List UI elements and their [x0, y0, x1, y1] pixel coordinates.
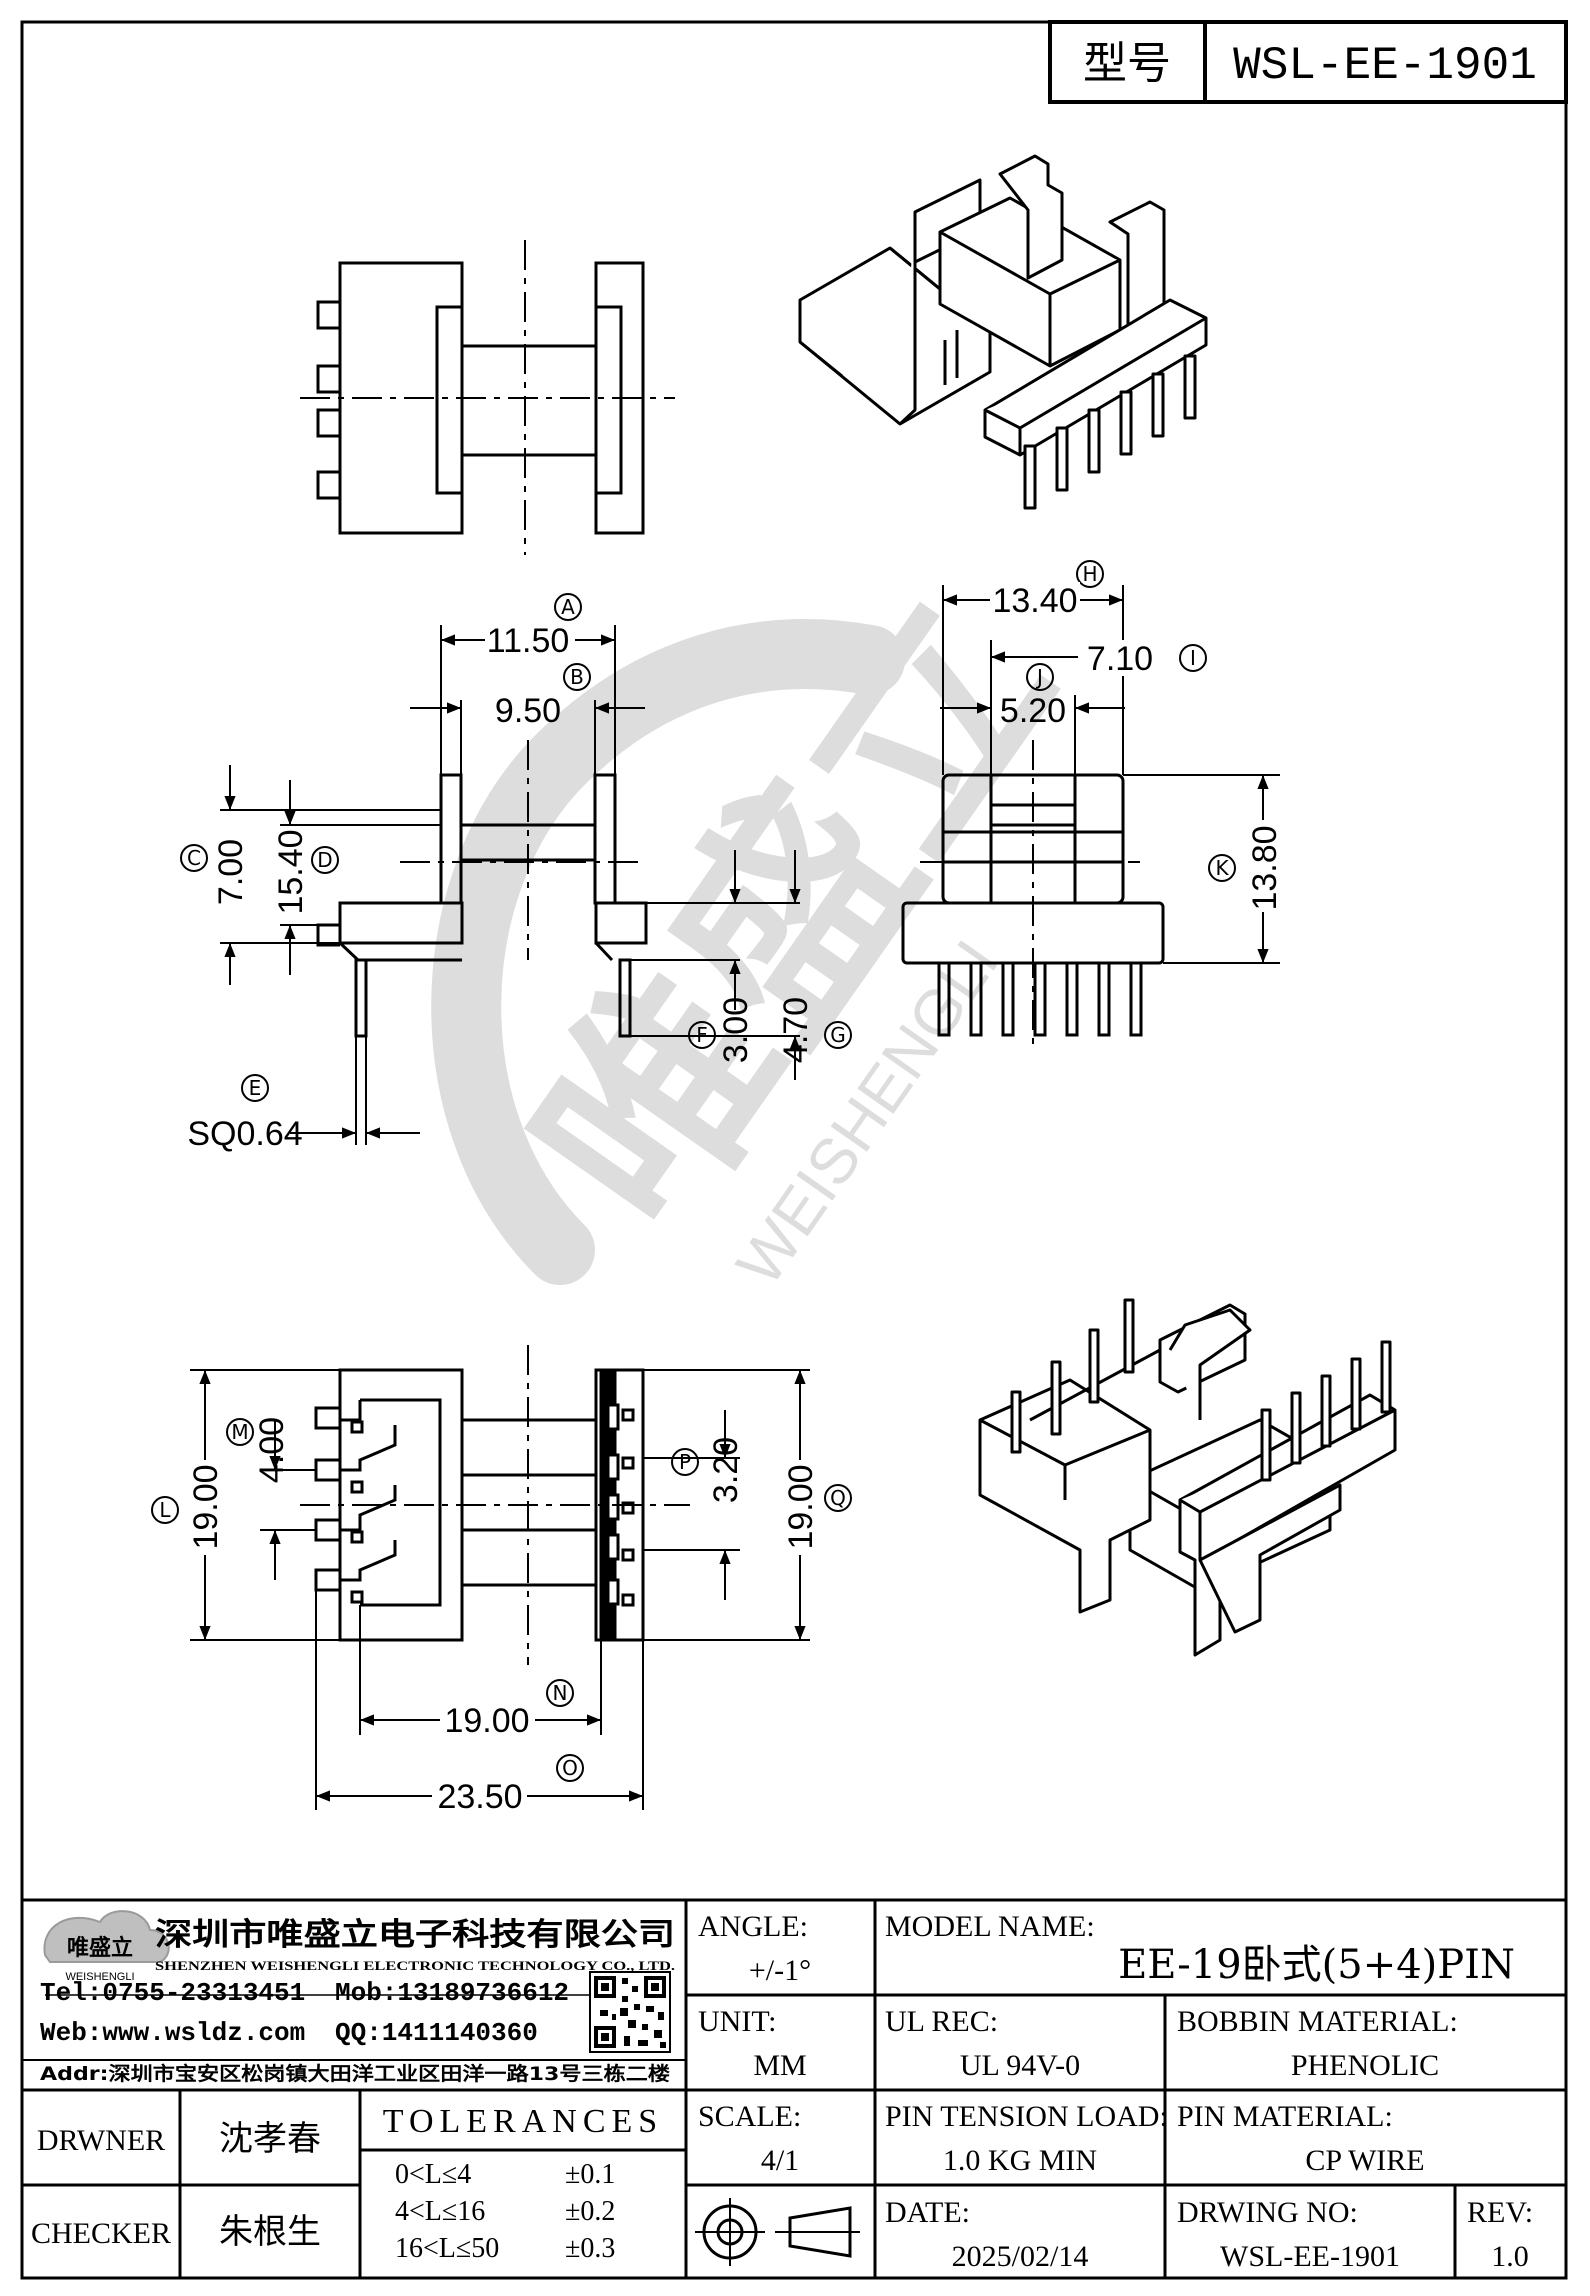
dim-j-value: 5.20: [1000, 692, 1066, 730]
header-model-box: 型号 WSL-EE-1901: [1048, 20, 1568, 104]
callout-p: P: [679, 1450, 691, 1474]
company-web: Web:www.wsldz.com: [40, 2018, 305, 2048]
callout-g: G: [830, 1023, 846, 1047]
tolerance-range-1: 0<L≤4: [395, 2159, 471, 2190]
dim-l-value: 19.00: [187, 1464, 225, 1549]
projection-symbol-icon: [695, 2198, 860, 2266]
callout-a: A: [561, 595, 575, 619]
dim-g-value: 4.70: [777, 997, 815, 1063]
dim-p-value: 3.20: [707, 1437, 745, 1503]
pin-tension-label: PIN TENSION LOAD:: [885, 2100, 1168, 2133]
company-logo: 唯盛立 WEISHENGLI: [43, 1910, 170, 1983]
bobbin-material-value: PHENOLIC: [1291, 2049, 1439, 2082]
dim-f-value: 3.00: [717, 997, 755, 1063]
dim-a-value: 11.50: [487, 622, 570, 660]
side-view: [901, 740, 1165, 1050]
dim-q-value: 19.00: [782, 1464, 820, 1549]
logo-text: 唯盛立: [67, 1935, 133, 1961]
callout-n: N: [553, 1681, 568, 1705]
dim-e-value: SQ0.64: [187, 1115, 302, 1153]
checker-value: 朱根生: [219, 2212, 321, 2252]
unit-value: MM: [753, 2049, 806, 2082]
callout-f: F: [696, 1023, 708, 1047]
dimension-labels: A 11.50 B 9.50 C 7.00 D 15.40 E SQ0.64 F…: [151, 560, 1284, 1816]
dim-i-value: 7.10: [1087, 640, 1153, 678]
pin-tension-value: 1.0 KG MIN: [943, 2144, 1097, 2177]
drawer-value: 沈孝春: [219, 2119, 321, 2159]
dim-d-value: 15.40: [272, 829, 310, 914]
scale-value: 4/1: [761, 2144, 799, 2177]
angle-value: +/-1°: [749, 1954, 811, 1987]
tolerance-value-3: ±0.3: [565, 2233, 615, 2264]
header-model-label: 型号: [1083, 38, 1171, 89]
watermark-swoosh: [431, 619, 905, 1285]
iso-view-bottom: [978, 1298, 1397, 1657]
callout-l: L: [159, 1498, 171, 1522]
qr-code: [589, 1971, 671, 2053]
dim-m-value: 4.00: [253, 1417, 291, 1483]
watermark: 唯盛立 WEISHENGLI: [431, 553, 1101, 1298]
model-name-value: EE-19卧式(5+4)PIN: [1118, 1942, 1515, 1988]
model-name-label: MODEL NAME:: [885, 1910, 1095, 1943]
callout-o: O: [562, 1756, 578, 1780]
bobbin-material-label: BOBBIN MATERIAL:: [1177, 2005, 1458, 2038]
pin-material-label: PIN MATERIAL:: [1177, 2100, 1393, 2133]
callout-j: J: [1035, 665, 1043, 689]
angle-label: ANGLE:: [698, 1910, 808, 1943]
pin-material-value: CP WIRE: [1305, 2144, 1424, 2177]
callout-k: K: [1215, 856, 1229, 880]
callout-d: D: [317, 848, 332, 872]
date-value: 2025/02/14: [952, 2240, 1089, 2273]
callout-q: Q: [830, 1486, 846, 1510]
tolerance-value-1: ±0.1: [565, 2159, 615, 2190]
callout-e: E: [249, 1076, 262, 1100]
company-name-cn: 深圳市唯盛立电子科技有限公司: [155, 1917, 675, 1953]
bottom-view: [300, 1345, 690, 1665]
ul-rec-value: UL 94V-0: [960, 2049, 1080, 2082]
tolerance-range-3: 16<L≤50: [395, 2233, 499, 2264]
drawing-no-label: DRWING NO:: [1177, 2196, 1358, 2229]
dim-c-value: 7.00: [212, 839, 250, 905]
callout-h: H: [1082, 562, 1097, 586]
ul-rec-label: UL REC:: [885, 2005, 998, 2038]
title-block: [22, 1898, 1566, 2278]
front-view: [316, 740, 648, 1038]
company-qq: QQ:1411140360: [335, 2018, 538, 2048]
dim-h-value: 13.40: [992, 582, 1077, 620]
scale-label: SCALE:: [698, 2100, 801, 2133]
callout-b: B: [570, 665, 584, 689]
header-model-value: WSL-EE-1901: [1233, 40, 1537, 92]
rev-label: REV:: [1467, 2196, 1533, 2229]
dim-o-value: 23.50: [437, 1778, 522, 1816]
tolerance-range-2: 4<L≤16: [395, 2196, 485, 2227]
unit-label: UNIT:: [698, 2005, 777, 2038]
sheet-border: [20, 20, 1568, 2280]
dim-b-value: 9.50: [495, 692, 561, 730]
date-label: DATE:: [885, 2196, 970, 2229]
dim-n-value: 19.00: [444, 1702, 529, 1740]
callout-m: M: [231, 1420, 248, 1444]
logo-sub: WEISHENGLI: [65, 1971, 134, 1983]
title-block-texts: ANGLE: +/-1° MODEL NAME: EE-19卧式(5+4)PIN…: [31, 1910, 1533, 2273]
callout-i: I: [1190, 646, 1196, 670]
dim-k-value: 13.80: [1246, 825, 1284, 910]
rev-value: 1.0: [1491, 2240, 1529, 2273]
drawing-no-value: WSL-EE-1901: [1220, 2240, 1400, 2273]
company-addr: Addr:深圳市宝安区松岗镇大田洋工业区田洋一路13号三栋二楼: [40, 2062, 670, 2085]
callout-c: C: [187, 846, 201, 870]
company-mob: Mob:13189736612: [335, 1978, 569, 2008]
drawer-label: DRWNER: [37, 2124, 165, 2157]
tolerances-title: TOLERANCES: [383, 2103, 663, 2140]
iso-view-top: [798, 154, 1208, 510]
company-tel: Tel:0755-23313451: [40, 1978, 305, 2008]
checker-label: CHECKER: [31, 2217, 171, 2250]
top-view: [300, 240, 675, 555]
tolerance-value-2: ±0.2: [565, 2196, 615, 2227]
company-name-en: SHENZHEN WEISHENGLI ELECTRONIC TECHNOLOG…: [155, 1958, 675, 1973]
